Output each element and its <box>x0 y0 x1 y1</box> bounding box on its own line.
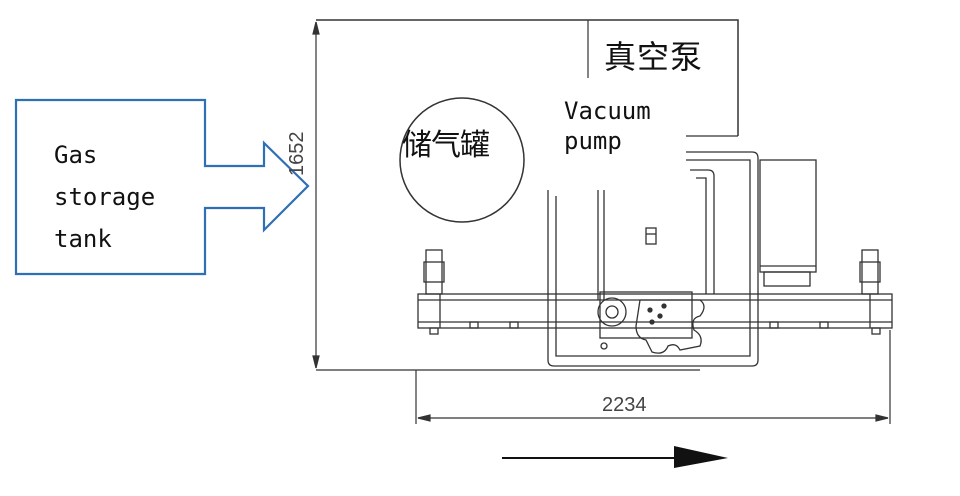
gas-storage-tank-cn-label: 储气罐 <box>402 128 490 163</box>
enclosure-outline <box>316 19 739 136</box>
vacuum-pump-cn-label: 真空泵 <box>604 38 704 76</box>
vacuum-pump-label: Vacuum pump <box>562 94 678 184</box>
machine-body <box>417 151 893 367</box>
vacuum-pump-box <box>587 20 738 137</box>
height-dimension-text: 1652 <box>286 131 308 177</box>
gas-storage-tank-label: Gas storage tank <box>54 141 156 253</box>
gas-storage-tank-circle <box>399 97 525 223</box>
width-dimension-text: 2234 <box>602 394 647 416</box>
height-dimension-line <box>312 21 320 369</box>
callout-arrow <box>14 98 310 276</box>
direction-arrow <box>502 446 728 468</box>
width-dimension-line <box>415 330 891 424</box>
